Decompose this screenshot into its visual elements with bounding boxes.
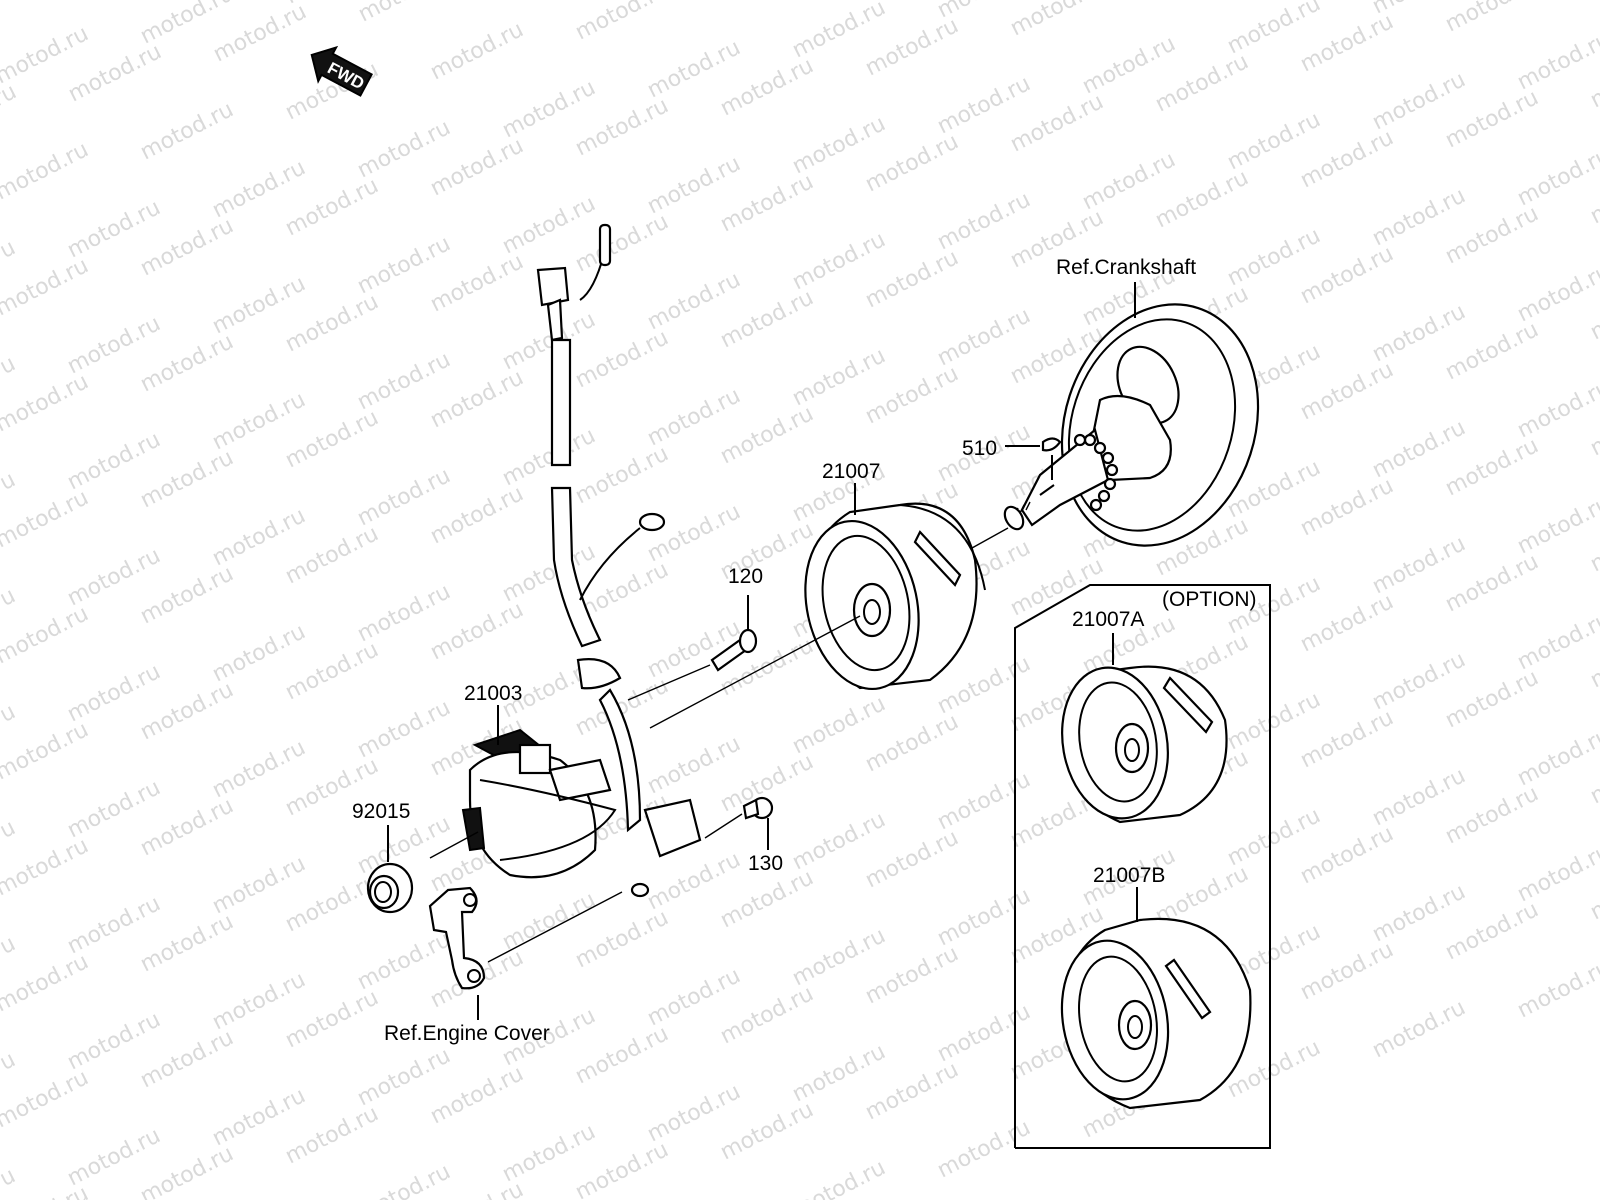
label-21007B: 21007B [1093, 864, 1165, 887]
watermark-text: motod.ru [0, 1065, 93, 1133]
watermark-text: motod.ru [1513, 723, 1600, 791]
watermark-text: motod.ru [1006, 0, 1107, 41]
watermark-text: motod.ru [0, 485, 93, 553]
label-510: 510 [962, 437, 997, 460]
watermark-text: motod.ru [0, 1163, 20, 1200]
watermark-text: motod.ru [1513, 607, 1600, 675]
label-option-title: (OPTION) [1162, 588, 1257, 611]
bolt-130 [742, 796, 774, 820]
flywheel-rotor-21007 [804, 502, 986, 691]
watermark-text: motod.ru [1513, 491, 1600, 559]
option-box [1014, 584, 1271, 1149]
watermark-text: motod.ru [1151, 0, 1252, 1]
watermark-text: motod.ru [426, 17, 527, 85]
watermark-text: motod.ru [1513, 259, 1600, 327]
watermark-text: motod.ru [0, 949, 93, 1017]
watermark-text: motod.ru [571, 0, 672, 45]
label-21003: 21003 [464, 682, 522, 705]
watermark-text: motod.ru [1513, 955, 1600, 1023]
flywheel-rotor-21007B [1060, 917, 1252, 1110]
watermark-text: motod.ru [0, 833, 93, 901]
nut-92015 [366, 862, 414, 914]
watermark-text: motod.ru [0, 369, 93, 437]
label-21007A: 21007A [1072, 608, 1144, 631]
watermark-text: motod.ru [1513, 839, 1600, 907]
watermark-text: motod.ru [0, 253, 93, 321]
watermark-text: motod.ru [0, 601, 93, 669]
watermark-text: motod.ru [0, 717, 93, 785]
watermark-text: motod.ru [788, 1155, 889, 1200]
watermark-text: motod.ru [1441, 0, 1542, 37]
watermark-text: motod.ru [933, 1115, 1034, 1183]
label-ref-engine-cover: Ref.Engine Cover [384, 1022, 550, 1045]
watermark-text: motod.ru [354, 0, 455, 27]
label-92015: 92015 [352, 800, 410, 823]
bolt-120 [710, 628, 758, 672]
label-21007: 21007 [822, 460, 880, 483]
watermark-text: motod.ru [716, 0, 817, 5]
label-120: 120 [728, 565, 763, 588]
flywheel-rotor-21007A [1061, 665, 1228, 824]
label-ref-crankshaft: Ref.Crankshaft [1056, 256, 1196, 279]
wiring-harness [536, 223, 666, 833]
stator-21003 [461, 728, 702, 898]
crankshaft-reference [1003, 303, 1260, 547]
watermark-text: motod.ru [353, 1159, 454, 1200]
watermark-text: motod.ru [0, 79, 21, 147]
crank-gear-teeth [1073, 433, 1119, 512]
watermark-text: motod.ru [136, 97, 237, 165]
watermark-text: motod.ru [1513, 143, 1600, 211]
label-130: 130 [748, 852, 783, 875]
watermark-text: motod.ru [0, 137, 93, 205]
fwd-arrow-icon [310, 45, 374, 97]
engine-cover-bracket-reference [428, 886, 486, 990]
watermark-text: motod.ru [1513, 27, 1600, 95]
woodruff-key-510 [1041, 437, 1062, 452]
watermark-text: motod.ru [1368, 995, 1469, 1063]
watermark-text: motod.ru [1513, 375, 1600, 443]
